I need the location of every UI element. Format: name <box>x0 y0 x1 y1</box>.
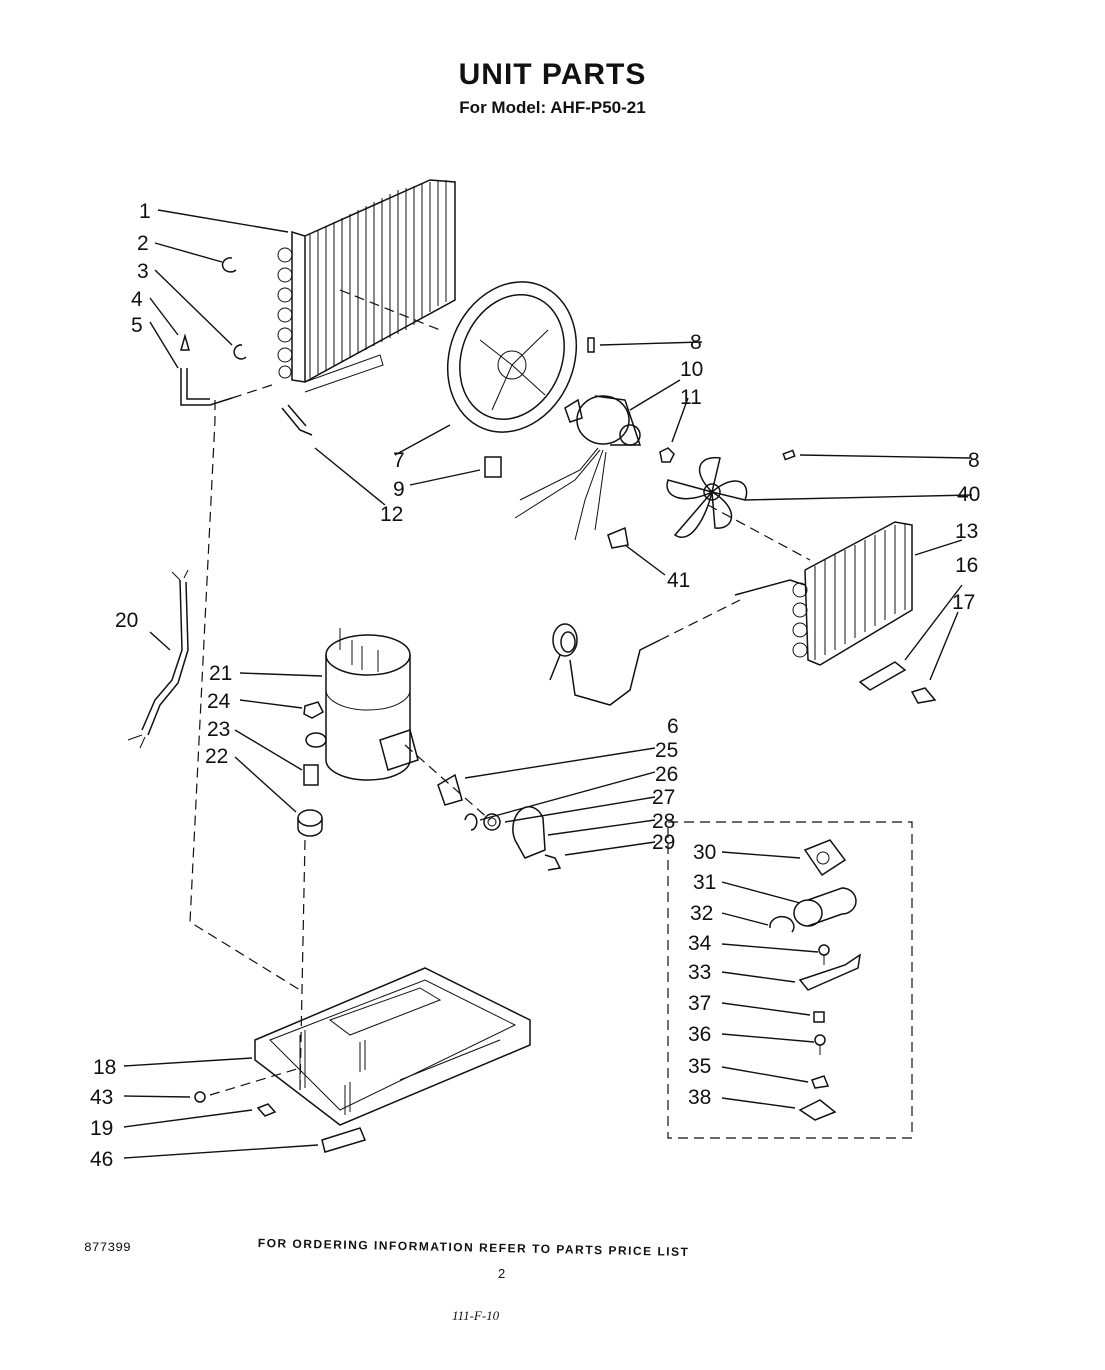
callout-5: 5 <box>131 314 143 337</box>
part-12-tube <box>281 404 313 436</box>
model-subtitle: For Model: AHF-P50-21 <box>459 98 646 117</box>
callout-30: 30 <box>693 841 716 864</box>
callout-28: 28 <box>652 810 675 833</box>
callout-13: 13 <box>955 520 978 543</box>
part-19-clip <box>256 1103 277 1117</box>
callout-19: 19 <box>90 1117 113 1140</box>
callout-2: 2 <box>137 232 149 255</box>
compressor <box>325 628 419 781</box>
part-22-grommet <box>297 809 323 837</box>
callout-18: 18 <box>93 1056 116 1079</box>
callout-27: 27 <box>652 786 675 809</box>
electrical-parts-box <box>667 821 913 1139</box>
callout-24: 24 <box>207 690 231 713</box>
callout-23: 23 <box>207 718 230 741</box>
callout-29: 29 <box>652 831 675 854</box>
part-31-capacitor <box>793 887 857 927</box>
callout-32: 32 <box>690 902 713 925</box>
part-8-screw-lower <box>782 449 796 461</box>
handwritten-note: 111-F-10 <box>452 1308 500 1323</box>
callout-36: 36 <box>688 1023 711 1046</box>
part-27-terminal <box>483 813 501 831</box>
callout-4: 4 <box>131 288 143 311</box>
part-30-relay <box>803 839 847 877</box>
callout-17: 17 <box>952 591 975 614</box>
part-43-screw <box>194 1091 206 1103</box>
condenser-coil <box>277 179 456 383</box>
callout-6: 6 <box>667 715 679 738</box>
part-26-clip <box>464 813 478 831</box>
part-25-gasket <box>437 773 463 806</box>
callout-1: 1 <box>139 200 151 223</box>
page-title: UNIT PARTS <box>458 58 647 91</box>
callout-33: 33 <box>688 961 711 984</box>
callout-37: 37 <box>688 992 711 1015</box>
callout-46: 46 <box>90 1148 113 1171</box>
callout-25: 25 <box>655 739 678 762</box>
callout-labels: 1 2 3 4 5 8 10 11 7 8 9 40 12 13 16 41 1… <box>90 200 980 1171</box>
callout-40: 40 <box>957 483 980 506</box>
leader-lines <box>123 209 973 1159</box>
callout-26: 26 <box>655 763 678 786</box>
part-46-strip <box>321 1127 367 1153</box>
callout-8-lower: 8 <box>968 449 980 472</box>
fan-shroud <box>446 281 578 433</box>
callout-3: 3 <box>137 260 149 283</box>
wire-harness <box>127 569 189 749</box>
part-37-clip <box>813 1011 825 1023</box>
part-17-clip <box>910 687 937 704</box>
callout-41: 41 <box>667 569 690 592</box>
part-38-terminal <box>798 1099 837 1121</box>
part-36-screw <box>814 1034 826 1055</box>
document-id: 877399 <box>84 1240 131 1255</box>
callout-43: 43 <box>90 1086 113 1109</box>
part-9-bracket <box>484 456 502 478</box>
part-29-clip <box>544 854 562 871</box>
part-35-washer <box>811 1075 830 1089</box>
callout-16: 16 <box>955 554 978 577</box>
part-11-nut <box>659 447 675 463</box>
callout-8-upper: 8 <box>690 331 702 354</box>
callout-9: 9 <box>393 478 405 501</box>
callout-21: 21 <box>209 662 232 685</box>
evaporator-coil <box>792 521 913 666</box>
part-28-cover <box>512 806 546 859</box>
callout-7: 7 <box>393 449 405 472</box>
callout-22: 22 <box>205 745 228 768</box>
callout-20: 20 <box>115 609 138 632</box>
callout-35: 35 <box>688 1055 711 1078</box>
part-3-clip <box>233 344 247 360</box>
part-2-clip <box>221 257 237 273</box>
callout-11: 11 <box>680 386 702 409</box>
capillary-tube <box>549 599 741 706</box>
callout-31: 31 <box>693 871 716 894</box>
callout-38: 38 <box>688 1086 711 1109</box>
part-5-tube <box>180 368 233 406</box>
callout-12: 12 <box>380 503 403 526</box>
part-24-nut <box>303 701 327 748</box>
callout-10: 10 <box>680 358 703 381</box>
part-33-bracket <box>798 953 862 991</box>
part-32-clip <box>769 915 795 933</box>
base-pan <box>254 967 531 1126</box>
part-8-screw-upper <box>587 337 595 353</box>
part-16-baffle <box>858 661 907 691</box>
part-34-screw <box>818 944 830 965</box>
part-23-sleeve <box>303 764 319 786</box>
page-number: 2 <box>498 1266 506 1281</box>
callout-34: 34 <box>688 932 712 955</box>
fan-blade <box>666 456 748 538</box>
fan-motor <box>514 395 642 541</box>
part-41-clip <box>607 526 629 549</box>
part-4-plug <box>180 333 190 351</box>
